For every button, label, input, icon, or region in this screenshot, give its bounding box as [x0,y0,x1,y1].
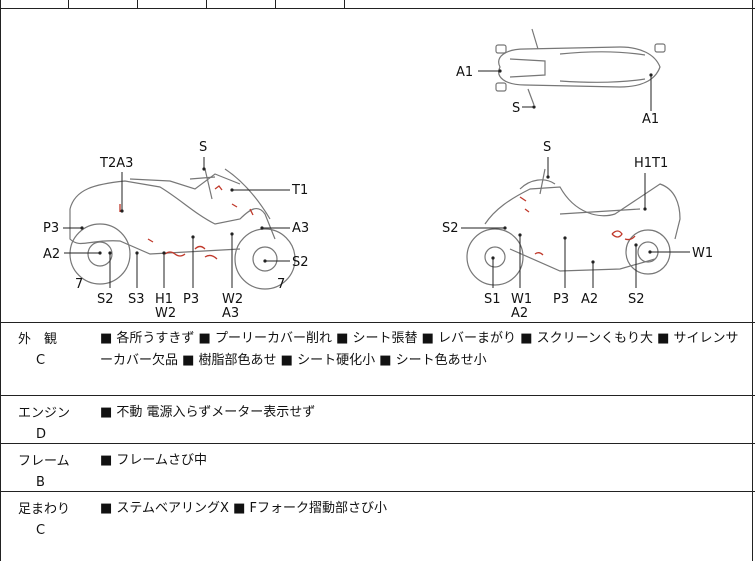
diagram-label: H1 [155,292,173,307]
row-grade: D [36,427,47,442]
row-category: 外 観 [18,332,58,347]
leader-lines [63,70,690,288]
top-cell [138,0,207,8]
diagram-label: A2 [511,306,528,321]
row-grade: C [36,523,46,538]
diagram-label: W1 [692,246,713,261]
inspection-row-engine: エンジン D ■ 不動 電源入らずメーター表示せず [0,396,755,444]
row-grade: C [36,353,46,368]
diagram-label: A2 [43,247,60,262]
diagram-label: S [199,140,207,155]
scooter-drawings [69,28,681,290]
row-grade: B [36,475,45,490]
inspection-row-suspension: 足まわり C ■ ステムベアリングX ■ Fフォーク摺動部さび小 [0,492,755,561]
diagram-label: P3 [553,292,569,307]
diagram-label: S2 [292,255,309,270]
row-category: エンジン [18,406,71,421]
top-table-strip [0,0,755,9]
diagram-label: W1 [511,292,532,307]
row-header: フレーム B [18,450,88,490]
scooter-left-view [69,168,296,290]
diagram-label: S2 [442,221,459,236]
diagram-label: A3 [222,306,239,321]
diagram-label: S3 [128,292,145,307]
diagram-label: S1 [484,292,501,307]
diagram-label: S2 [97,292,114,307]
diagram-label: S2 [628,292,645,307]
diagram-label: 7 [75,277,83,292]
row-header: エンジン D [18,402,88,442]
diagram-label: A1 [642,112,659,127]
top-cell [276,0,345,8]
diagram-label: P3 [43,221,59,236]
diagram-label: S [512,101,520,116]
diagram-label: W2 [222,292,243,307]
damage-diagram: A1 S A1 S T2A3 T1 P3 A3 A2 S2 7 7 S2 S3 … [0,28,755,323]
row-header: 外 観 C [18,328,88,368]
diagram-label: S [543,140,551,155]
diagram-label: 7 [277,277,285,292]
diagram-label: T1 [291,183,308,198]
leader-dots [80,69,653,264]
row-notes: ■ フレームさび中 [100,453,208,468]
row-notes: ■ 不動 電源入らずメーター表示せず [100,405,316,420]
top-cell [69,0,138,8]
diagram-label: T2A3 [99,156,133,171]
scooter-top-view [495,28,666,106]
row-notes: ■ ステムベアリングX ■ Fフォーク摺動部さび小 [100,501,387,516]
diagram-label: H1T1 [634,156,668,171]
row-category: フレーム [18,454,70,469]
diagram-label: A1 [456,65,473,80]
row-notes: ■ 各所うすきず ■ プーリーカバー削れ ■ シート張替 ■ レバーまがり ■ … [100,331,739,368]
diagram-label: A3 [292,221,309,236]
inspection-row-exterior: 外 観 C ■ 各所うすきず ■ プーリーカバー削れ ■ シート張替 ■ レバー… [0,322,755,396]
top-cell [207,0,276,8]
diagram-label: P3 [183,292,199,307]
scooter-right-view [466,168,681,286]
row-header: 足まわり C [18,498,88,538]
diagram-label: A2 [581,292,598,307]
inspection-row-frame: フレーム B ■ フレームさび中 [0,444,755,492]
diagram-labels: A1 S A1 S T2A3 T1 P3 A3 A2 S2 7 7 S2 S3 … [43,65,713,321]
top-cell [0,0,69,8]
diagram-label: W2 [155,306,176,321]
damage-marks [119,185,636,260]
row-category: 足まわり [18,502,71,517]
